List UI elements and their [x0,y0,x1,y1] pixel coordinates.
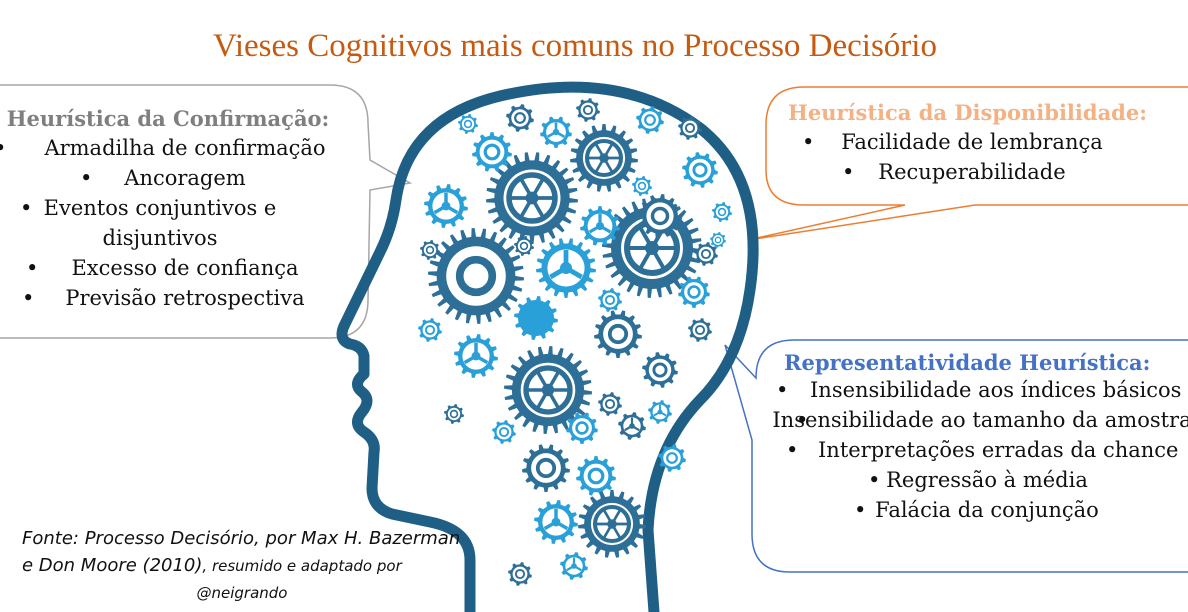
gear-hub-icon [518,300,554,336]
gear-icon [534,500,578,544]
source-line-1: Fonte: Processo Decisório, por Max H. Ba… [22,528,461,549]
gear-icon [458,114,478,134]
gear-icon [472,132,512,172]
gear-icon [580,206,620,246]
gear-icon [444,404,464,424]
gear-icon [522,444,570,492]
bubble-representatividade-text: Representatividade Heurística: •Insensib… [772,350,1188,525]
list-item: •Armadilha de confirmação [0,136,326,160]
source-line-2-note: , resumido e adaptado por [202,557,402,575]
gear-icon [424,184,468,228]
gear-icon [712,202,732,222]
gear-icon [560,552,588,580]
gear-icon [506,104,534,132]
source-citation: Fonte: Processo Decisório, por Max H. Ba… [22,525,492,607]
source-handle: @neigrando [196,584,288,602]
list-item: •Regressão à média [868,468,1088,492]
gear-icon [420,240,440,260]
gear-icon [566,412,598,444]
bubble-disponibilidade [747,86,1188,241]
bubble-representatividade [724,339,1188,573]
bubble-disponibilidade-heading: Heurística da Disponibilidade: [788,100,1147,125]
gear-icon [570,124,638,192]
gear-icon [418,318,442,342]
gear-icon [618,412,646,440]
list-item: •Eventos conjuntivos e disjuntivos [20,196,277,250]
gear-icon [536,238,596,298]
gear-icon [694,242,718,266]
list-item: •Previsão retrospectiva [22,286,305,310]
gear-icon [598,288,622,312]
list-item: •Recuperabilidade [842,160,1066,184]
page-title: Vieses Cognitivos mais comuns no Process… [213,28,937,64]
gear-icon [678,116,702,140]
list-item: •Excesso de confiança [26,256,299,280]
bubble-disponibilidade-text: Heurística da Disponibilidade: •Facilida… [782,100,1188,187]
gear-icon [576,456,616,496]
list-item: •Interpretações erradas da chance [786,438,1179,462]
gear-icon [594,310,642,358]
list-item: •Insensibilidade aos índices básicos [776,378,1182,402]
gear-cluster [418,98,732,586]
gear-icon [508,562,532,586]
list-item: •Falácia da conjunção [854,498,1099,522]
gear-icon [486,152,578,244]
gear-icon [688,318,712,342]
gear-icon [638,194,682,238]
gear-icon [454,334,498,378]
gear-icon [710,232,726,248]
gear-icon [632,176,652,196]
list-item: •Facilidade de lembrança [802,130,1103,154]
gear-icon [602,198,702,298]
gear-icon [514,236,534,256]
gear-icon [678,276,710,308]
gear-icon [428,228,524,324]
head-silhouette [336,81,759,612]
gear-icon [578,490,646,558]
gear-icon [636,106,664,134]
list-item: •Ancoragem [80,166,246,190]
gear-icon [504,346,592,434]
gear-icon [540,116,572,148]
gear-icon [598,392,622,416]
source-line-2: e Don Moore (2010) [22,555,203,576]
gear-icon [492,420,516,444]
list-item: •Insensibilidade ao tamanho da amostra [772,408,1188,432]
bubble-representatividade-heading: Representatividade Heurística: [784,350,1151,375]
bubble-confirmacao-heading: Heurística da Confirmação: [6,106,330,131]
gear-icon [658,444,686,472]
gear-icon [642,352,678,388]
gear-icon [682,152,718,188]
gear-icon [648,400,672,424]
gear-icon [576,98,600,122]
bubble-confirmacao-text: Heurística da Confirmação: •Armadilha de… [0,106,370,313]
